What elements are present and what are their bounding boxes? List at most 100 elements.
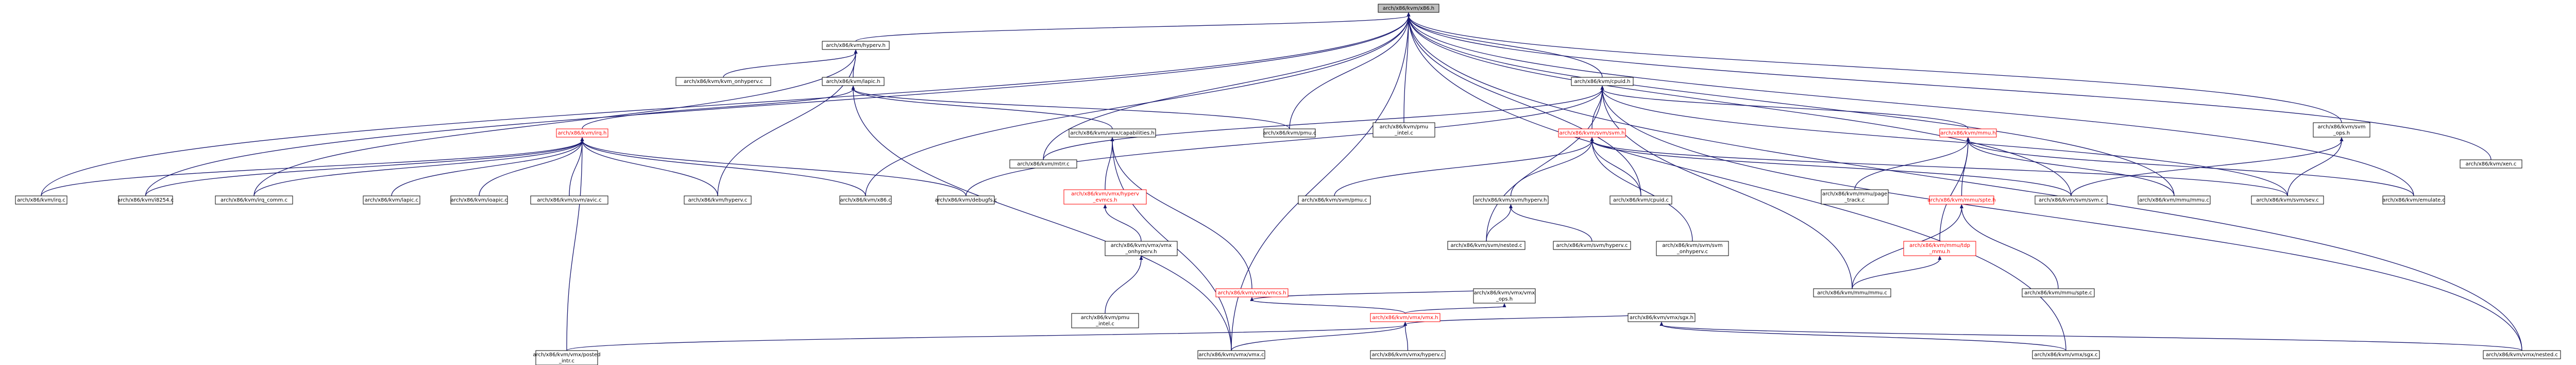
graph-node-mmu-tdp[interactable]: arch/x86/kvm/mmu/tdp_mmu.h bbox=[1903, 241, 1976, 256]
node-box bbox=[450, 195, 508, 205]
node-label: _onhyperv.h bbox=[1125, 249, 1157, 255]
graph-node-vmx-hyperv-c[interactable]: arch/x86/kvm/vmx/hyperv.c bbox=[1370, 350, 1446, 359]
graph-node-lapic-c[interactable]: arch/x86/kvm/lapic.c bbox=[363, 195, 420, 205]
graph-node-mmu-mmu-c2[interactable]: arch/x86/kvm/mmu/mmu.c bbox=[1813, 288, 1891, 297]
graph-node-emulate[interactable]: arch/x86/kvm/emulate.c bbox=[2382, 195, 2445, 205]
include-edge bbox=[1852, 258, 1940, 289]
graph-node-irq-h[interactable]: arch/x86/kvm/irq.h bbox=[556, 128, 608, 138]
graph-node-vmx-posted[interactable]: arch/x86/kvm/vmx/posted_intr.c bbox=[533, 350, 601, 365]
graph-node-vmx-vmx-h[interactable]: arch/x86/kvm/vmx/vmx.h bbox=[1370, 313, 1440, 322]
graph-node-vmx-hyperv-evmcs[interactable]: arch/x86/kvm/vmx/hyperv_evmcs.h bbox=[1063, 189, 1147, 205]
graph-node-vmx-vmcs-h[interactable]: arch/x86/kvm/vmx/vmcs.h bbox=[1215, 288, 1289, 297]
include-edge bbox=[1510, 140, 1592, 196]
graph-node-mmu-page-track[interactable]: arch/x86/kvm/mmu/page_track.c bbox=[1821, 189, 1889, 205]
graph-node-mmu-c[interactable]: arch/x86/kvm/mmu/mmu.c bbox=[2138, 195, 2211, 205]
node-label: arch/x86/kvm/x86.h bbox=[1383, 6, 1434, 11]
include-edge bbox=[1334, 140, 1592, 196]
include-edge bbox=[582, 88, 854, 129]
graph-node-mtrr-h[interactable]: arch/x86/kvm/mtrr.c bbox=[1009, 159, 1077, 169]
include-edge bbox=[1289, 15, 1409, 129]
graph-node-irq-comm[interactable]: arch/x86/kvm/irq_comm.c bbox=[215, 195, 293, 205]
graph-node-vmx-pmu-h[interactable]: arch/x86/kvm/pmu_intel.c bbox=[1071, 313, 1139, 328]
graph-node-xen-c[interactable]: arch/x86/kvm/xen.c bbox=[2460, 159, 2522, 169]
graph-node-vmx-nested[interactable]: arch/x86/kvm/vmx/nested.c bbox=[2483, 350, 2561, 359]
node-label: arch/x86/kvm/vmx/nested.c bbox=[2486, 352, 2558, 358]
include-edge bbox=[1408, 15, 1603, 78]
graph-node-hyperv-h[interactable]: arch/x86/kvm/hyperv.h bbox=[822, 41, 890, 50]
graph-node-vmx-vmx-c[interactable]: arch/x86/kvm/vmx/vmx.c bbox=[1197, 350, 1265, 359]
include-edge bbox=[1602, 88, 2522, 351]
graph-node-svm-nested[interactable]: arch/x86/kvm/svm/nested.c bbox=[1447, 241, 1526, 250]
edge-arrowhead bbox=[1250, 297, 1254, 301]
node-box bbox=[1929, 195, 1994, 205]
graph-node-svm-sev[interactable]: arch/x86/kvm/svm/sev.c bbox=[2251, 195, 2324, 205]
graph-node-x86h[interactable]: arch/x86/kvm/x86.h bbox=[1378, 4, 1439, 13]
graph-node-svm-hyperv-h[interactable]: arch/x86/kvm/svm/hyperv.h bbox=[1473, 195, 1549, 205]
include-edge bbox=[1661, 324, 2522, 351]
graph-node-vmx-onhyperv-h[interactable]: arch/x86/kvm/vmx/vmx_onhyperv.h bbox=[1105, 241, 1178, 256]
graph-node-svm-ops[interactable]: arch/x86/kvm/svm_ops.h bbox=[2313, 122, 2370, 138]
node-label: arch/x86/kvm/emulate.c bbox=[2382, 197, 2445, 203]
include-edge bbox=[1591, 88, 1603, 129]
include-edge bbox=[1939, 140, 1969, 242]
node-label: arch/x86/kvm/lapic.h bbox=[826, 79, 880, 85]
node-label: arch/x86/kvm/pmu bbox=[1380, 124, 1428, 130]
graph-node-svm-hyperv-c[interactable]: arch/x86/kvm/svm/hyperv.c bbox=[1553, 241, 1631, 250]
include-edge bbox=[717, 52, 856, 196]
node-label: _evmcs.h bbox=[1092, 197, 1117, 203]
include-edge bbox=[1968, 140, 2175, 196]
node-label: arch/x86/kvm/x86.c bbox=[840, 197, 891, 203]
edge-arrowhead bbox=[1406, 12, 1411, 16]
graph-node-pmu-c[interactable]: arch/x86/kvm/pmu.c bbox=[1263, 128, 1316, 138]
graph-node-vmx-sgx-h[interactable]: arch/x86/kvm/vmx/sgx.h bbox=[1628, 313, 1696, 322]
graph-node-ioapic[interactable]: arch/x86/kvm/ioapic.c bbox=[450, 195, 508, 205]
graph-node-i8254[interactable]: arch/x86/kvm/i8254.c bbox=[117, 195, 174, 205]
graph-node-mmu-spte-c[interactable]: arch/x86/kvm/mmu/spte.c bbox=[2022, 288, 2095, 297]
node-label: arch/x86/kvm/svm/svm bbox=[1662, 243, 1722, 248]
graph-node-cpuid-c[interactable]: arch/x86/kvm/cpuid.c bbox=[1609, 195, 1672, 205]
graph-node-hyperv-c[interactable]: arch/x86/kvm/hyperv.c bbox=[684, 195, 752, 205]
node-box bbox=[839, 195, 892, 205]
include-edge bbox=[853, 88, 1113, 129]
include-edge bbox=[479, 140, 583, 196]
include-edge bbox=[1486, 207, 1512, 242]
graph-node-vmx-vmx-ops[interactable]: arch/x86/kvm/vmx/vmx_ops.h bbox=[1473, 288, 1536, 304]
edge-arrowhead bbox=[1590, 137, 1594, 141]
node-box bbox=[1378, 4, 1439, 13]
graph-node-vmx-cap[interactable]: arch/x86/kvm/vmx/capabilities.h bbox=[1069, 128, 1156, 138]
graph-node-svm-hyperv[interactable]: arch/x86/kvm/kvm_onhyperv.c bbox=[675, 77, 771, 86]
node-label: arch/x86/kvm/svm/avic.c bbox=[537, 197, 601, 203]
node-label: _intel.c bbox=[1095, 321, 1114, 327]
include-edge bbox=[145, 140, 583, 196]
include-edge bbox=[569, 140, 583, 196]
graph-node-lapic-h[interactable]: arch/x86/kvm/lapic.h bbox=[822, 77, 885, 86]
graph-node-mmu-h[interactable]: arch/x86/kvm/mmu.h bbox=[1939, 128, 1997, 138]
include-edge bbox=[582, 140, 866, 196]
graph-node-irq-c[interactable]: arch/x86/kvm/irq.c bbox=[15, 195, 67, 205]
include-edge bbox=[582, 140, 967, 196]
graph-node-vmxpmu-intel[interactable]: arch/x86/kvm/pmu_intel.c bbox=[1372, 122, 1435, 138]
graph-node-mmu-spte-h[interactable]: arch/x86/kvm/mmu/spte.h bbox=[1927, 195, 1996, 205]
include-edge bbox=[1591, 140, 1641, 196]
node-label: arch/x86/kvm/vmx/vmx.h bbox=[1372, 315, 1438, 321]
include-edge bbox=[865, 15, 1409, 196]
graph-node-svm-onhyperv[interactable]: arch/x86/kvm/svm/svm_onhyperv.c bbox=[1656, 241, 1729, 256]
graph-node-avic[interactable]: arch/x86/kvm/svm/avic.c bbox=[530, 195, 608, 205]
graph-node-debugfs[interactable]: arch/x86/kvm/debugfs.c bbox=[935, 195, 997, 205]
node-box bbox=[1473, 195, 1549, 205]
node-label: arch/x86/kvm/mmu/spte.c bbox=[2024, 290, 2092, 296]
include-edge bbox=[1408, 15, 2066, 351]
graph-node-x86-c[interactable]: arch/x86/kvm/x86.c bbox=[839, 195, 892, 205]
graph-node-svm-h[interactable]: arch/x86/kvm/svm/svm.h bbox=[1558, 128, 1626, 138]
node-box bbox=[1903, 241, 1976, 256]
graph-node-vmx-sgx-c[interactable]: arch/x86/kvm/vmx/sgx.c bbox=[2032, 350, 2100, 359]
node-box bbox=[1656, 241, 1729, 256]
graph-node-svm-pmu[interactable]: arch/x86/kvm/svm/pmu.c bbox=[1298, 195, 1371, 205]
include-edge bbox=[1043, 15, 1409, 160]
graph-node-cpuid-h[interactable]: arch/x86/kvm/cpuid.h bbox=[1571, 77, 1634, 86]
graph-node-svm-svm[interactable]: arch/x86/kvm/svm/svm.c bbox=[2035, 195, 2108, 205]
include-edge bbox=[1105, 140, 1113, 190]
node-label: arch/x86/kvm/xen.c bbox=[2466, 161, 2517, 167]
node-box bbox=[1558, 128, 1626, 138]
include-edge bbox=[41, 140, 583, 196]
